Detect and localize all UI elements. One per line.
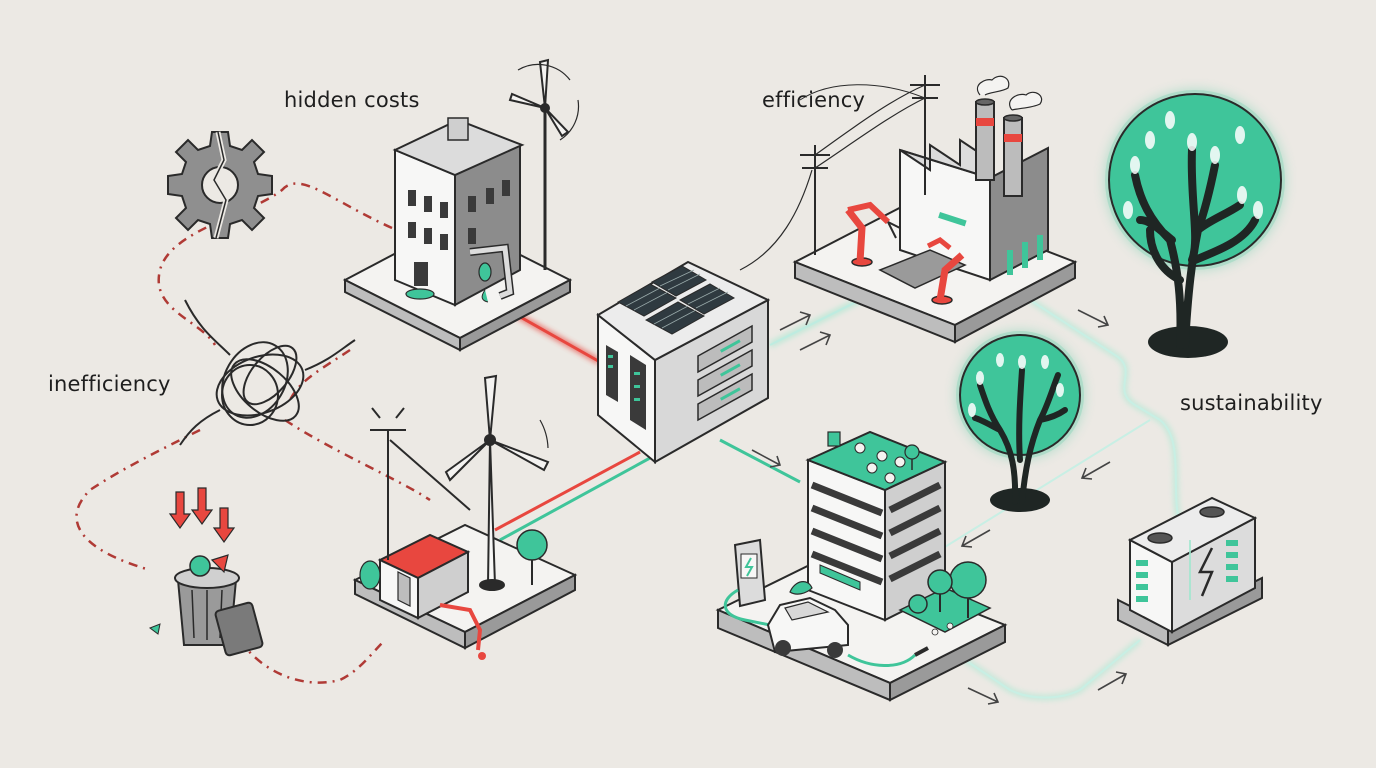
electric-car-icon: [766, 581, 929, 667]
down-arrows-icon: [168, 487, 236, 544]
leaking-pipe-icon: [481, 289, 489, 303]
robot-arm-icon: [845, 201, 965, 305]
hidden-costs-label: hidden costs: [284, 88, 420, 112]
tangled-knot-icon: [179, 299, 356, 446]
sustainability-label: sustainability: [1180, 391, 1323, 415]
solar-data-center-icon: [596, 169, 813, 465]
battery-icon: [1117, 496, 1263, 647]
office-building-icon: [342, 117, 573, 352]
green-building-icon: [715, 430, 1008, 702]
power-pole-icon: [799, 75, 940, 255]
red-connectors: [494, 307, 651, 542]
tree-icon: [956, 331, 1084, 512]
red-roof-house-icon: [352, 523, 578, 660]
factory-icon: [792, 75, 1078, 344]
inefficiency-label: inefficiency: [48, 372, 171, 396]
tree-icon: [1105, 90, 1285, 358]
wind-turbine-icon: [508, 58, 580, 270]
green-connectors: [719, 287, 1183, 700]
trash-can-icon: [148, 554, 264, 657]
wind-turbine-icon: [444, 374, 550, 591]
broken-gear-icon: [167, 131, 273, 239]
ev-charger-icon: [723, 538, 771, 627]
efficiency-label: efficiency: [762, 88, 866, 112]
flow-arrow-icon: [751, 309, 1128, 705]
power-pole-icon: [370, 407, 471, 560]
